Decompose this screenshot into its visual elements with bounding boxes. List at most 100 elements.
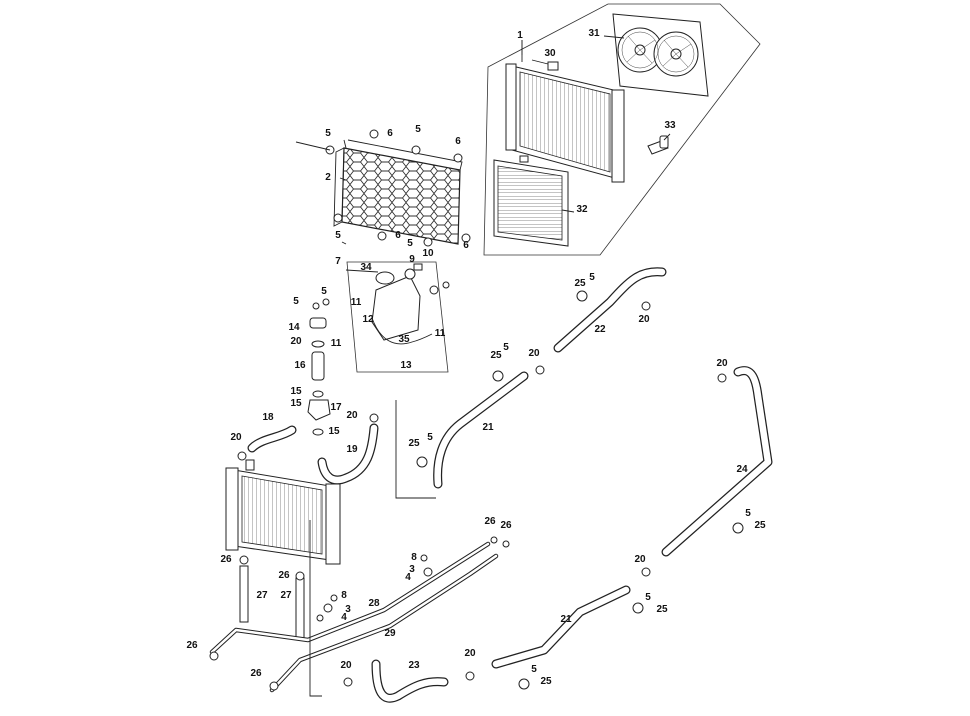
callout-3: 3 [345,604,351,615]
callout-12: 12 [362,314,374,325]
callout-5: 5 [407,238,413,249]
callout-26: 26 [186,640,198,651]
hose-23 [371,659,449,703]
callout-33: 33 [664,120,676,131]
lower-group-bracket [309,400,436,697]
callout-34: 34 [360,262,372,273]
callout-13: 13 [400,360,412,371]
callout-25: 25 [408,438,420,449]
callout-30: 30 [544,48,556,59]
callout-28: 28 [368,598,380,609]
callout-15: 15 [328,426,340,437]
main-radiator [505,61,625,183]
callout-9: 9 [409,254,415,265]
callout-17: 17 [330,402,342,413]
callout-35: 35 [398,334,410,345]
callout-21: 21 [560,614,572,625]
callout-1: 1 [517,30,523,41]
fan-shroud-assembly [612,13,709,97]
callout-5: 5 [325,128,331,139]
callout-5: 5 [503,342,509,353]
callout-10: 10 [422,248,434,259]
callout-20: 20 [528,348,540,359]
secondary-radiator [493,155,569,247]
callout-5: 5 [415,124,421,135]
callout-21: 21 [482,422,494,433]
callout-27: 27 [256,590,268,601]
hose-24 [661,366,773,557]
leader-lines [295,35,671,273]
callout-8: 8 [341,590,347,601]
callout-6: 6 [387,128,393,139]
grille-fasteners [325,129,471,247]
callout-20: 20 [340,660,352,671]
callout-5: 5 [745,508,751,519]
callout-25: 25 [540,676,552,687]
callout-29: 29 [384,628,396,639]
callout-26: 26 [500,520,512,531]
thermostat-stack [307,298,331,436]
callout-20: 20 [634,554,646,565]
callout-11: 11 [351,297,362,308]
lower-radiator [225,459,341,565]
callout-15: 15 [290,398,302,409]
callout-14: 14 [288,322,300,333]
coolant-pipes [209,541,499,693]
callout-25: 25 [574,278,586,289]
callout-4: 4 [405,572,411,583]
callout-25: 25 [754,520,766,531]
callout-20: 20 [230,432,242,443]
callout-5: 5 [427,432,433,443]
callout-6: 6 [455,136,461,147]
radiator-fan-kit-group [483,3,761,256]
callout-20: 20 [716,358,728,369]
radiator-grille [333,139,463,245]
callout-8: 8 [411,552,417,563]
callout-2: 2 [325,172,331,183]
callout-26: 26 [278,570,290,581]
temperature-sensor [647,135,669,155]
callout-7: 7 [335,256,341,267]
hoses-27 [239,565,305,639]
callout-3: 3 [409,564,415,575]
callout-24: 24 [736,464,748,475]
reservoir-tank-group [346,261,450,373]
callout-4: 4 [341,612,347,623]
callout-22: 22 [594,324,606,335]
callout-6: 6 [395,230,401,241]
callout-11: 11 [435,328,446,339]
callout-20: 20 [464,648,476,659]
callout-5: 5 [645,592,651,603]
callout-31: 31 [588,28,600,39]
callout-15: 15 [290,386,302,397]
callout-18: 18 [262,412,274,423]
callout-16: 16 [294,360,306,371]
callout-6: 6 [463,240,469,251]
hose-19 [317,423,379,485]
hose-21-lower [491,585,631,669]
hose-18 [247,425,297,453]
hose-21-upper [433,371,529,489]
callout-5: 5 [335,230,341,241]
callout-5: 5 [293,296,299,307]
callout-5: 5 [321,286,327,297]
callout-11: 11 [331,338,342,349]
callout-5: 5 [531,664,537,675]
callout-19: 19 [346,444,358,455]
callout-20: 20 [290,336,302,347]
callout-26: 26 [220,554,232,565]
callout-27: 27 [280,590,292,601]
callout-20: 20 [346,410,358,421]
callout-23: 23 [408,660,420,671]
hose-22 [553,267,667,353]
callout-26: 26 [250,668,262,679]
callout-25: 25 [490,350,502,361]
callout-5: 5 [589,272,595,283]
callout-32: 32 [576,204,588,215]
callout-26: 26 [484,516,496,527]
clamps [209,290,744,691]
callout-25: 25 [656,604,668,615]
callout-20: 20 [638,314,650,325]
